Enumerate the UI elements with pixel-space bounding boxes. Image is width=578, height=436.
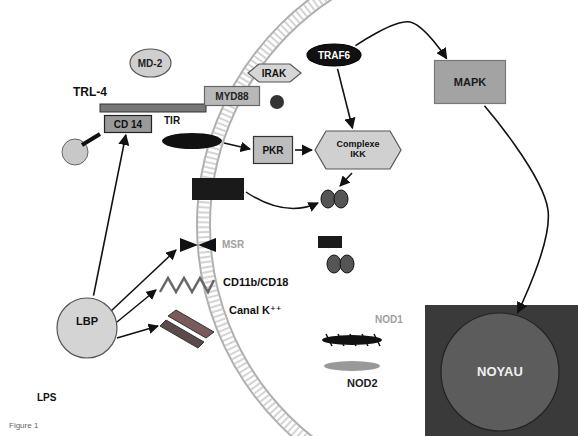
node-label: PKR	[262, 145, 283, 156]
figure-caption: Figure 1	[8, 421, 39, 430]
lps-stalk	[82, 134, 100, 145]
traf6-ellipse: TRAF6	[306, 43, 362, 67]
dark-protein	[318, 236, 342, 248]
pkr-box: PKR	[253, 136, 293, 164]
node-label: MAPK	[454, 76, 486, 88]
node-outline	[435, 61, 506, 104]
node-label: MD-2	[138, 58, 162, 69]
nucleus-ground	[425, 305, 578, 436]
nfkb-dimer	[327, 255, 341, 273]
node-shape	[56, 297, 118, 359]
arrow	[117, 326, 158, 338]
domain-name: TIR	[163, 115, 181, 127]
cd11b-cd18-symbol	[160, 278, 214, 292]
node-label: IRAK	[262, 68, 286, 79]
k-channel-symbol	[160, 320, 204, 348]
signal-arrow	[295, 149, 312, 151]
msr-symbol	[180, 238, 216, 252]
signal-arrow	[356, 22, 447, 59]
receptor-name: MSR	[221, 239, 245, 251]
signal-arrow	[94, 135, 126, 296]
receptor-name: CD11b/CD18	[222, 276, 289, 289]
node-outline	[57, 298, 117, 358]
dark-protein	[192, 178, 244, 200]
node-label: NOYAU	[477, 365, 523, 379]
node-outline	[307, 44, 361, 66]
node-label: TRAF6	[318, 50, 350, 61]
arrow	[110, 250, 176, 312]
tlr4-receptor-bar	[100, 104, 206, 112]
node-label: LBP	[76, 315, 98, 327]
irak-hexagon: IRAK	[247, 63, 302, 83]
arrow	[224, 143, 250, 149]
md2-protein: MD-2	[129, 48, 172, 78]
membrane-band	[204, 0, 578, 436]
node-outline	[254, 137, 293, 164]
nod2-symbol	[324, 361, 380, 371]
receptor-name: TRL-4	[72, 86, 108, 100]
arrow	[246, 192, 318, 208]
node-outline	[248, 64, 301, 82]
nfkb-dimer	[321, 190, 335, 208]
membrane-outer	[197, 0, 578, 436]
arrow	[117, 290, 156, 322]
membrane-inner	[210, 0, 578, 436]
node-label: MYD88	[215, 91, 248, 102]
small-protein	[270, 95, 284, 109]
channel-name: Canal K⁺⁺	[228, 304, 283, 317]
nod1-symbol	[322, 335, 382, 345]
receptor-name: NOD1	[374, 314, 404, 326]
myd88-box: MYD88	[204, 86, 260, 106]
nfkb-dimer	[340, 255, 354, 273]
signal-arrow	[338, 69, 353, 128]
node-outline	[105, 116, 152, 133]
node-outline	[315, 131, 401, 169]
node-label: Complexe IKK	[329, 140, 387, 160]
receptor-name: NOD2	[346, 377, 379, 390]
signal-arrow	[484, 106, 548, 313]
nfkb-dimer	[334, 190, 348, 208]
mapk-box: MAPK	[434, 60, 506, 104]
node-outline	[205, 87, 260, 106]
node-outline	[130, 49, 171, 77]
nod1-symbol	[326, 334, 380, 346]
node-label: CD 14	[114, 119, 142, 130]
tir-adaptor	[162, 133, 222, 149]
ikk-complex-hexagon: Complexe IKK	[314, 130, 402, 170]
nucleus-circle: NOYAU	[440, 312, 560, 432]
lbp-circle: LBP	[56, 297, 118, 359]
cd14-box: CD 14	[104, 115, 152, 133]
arrow	[340, 173, 352, 186]
molecule-name: LPS	[36, 392, 57, 404]
node-outline	[441, 313, 559, 431]
